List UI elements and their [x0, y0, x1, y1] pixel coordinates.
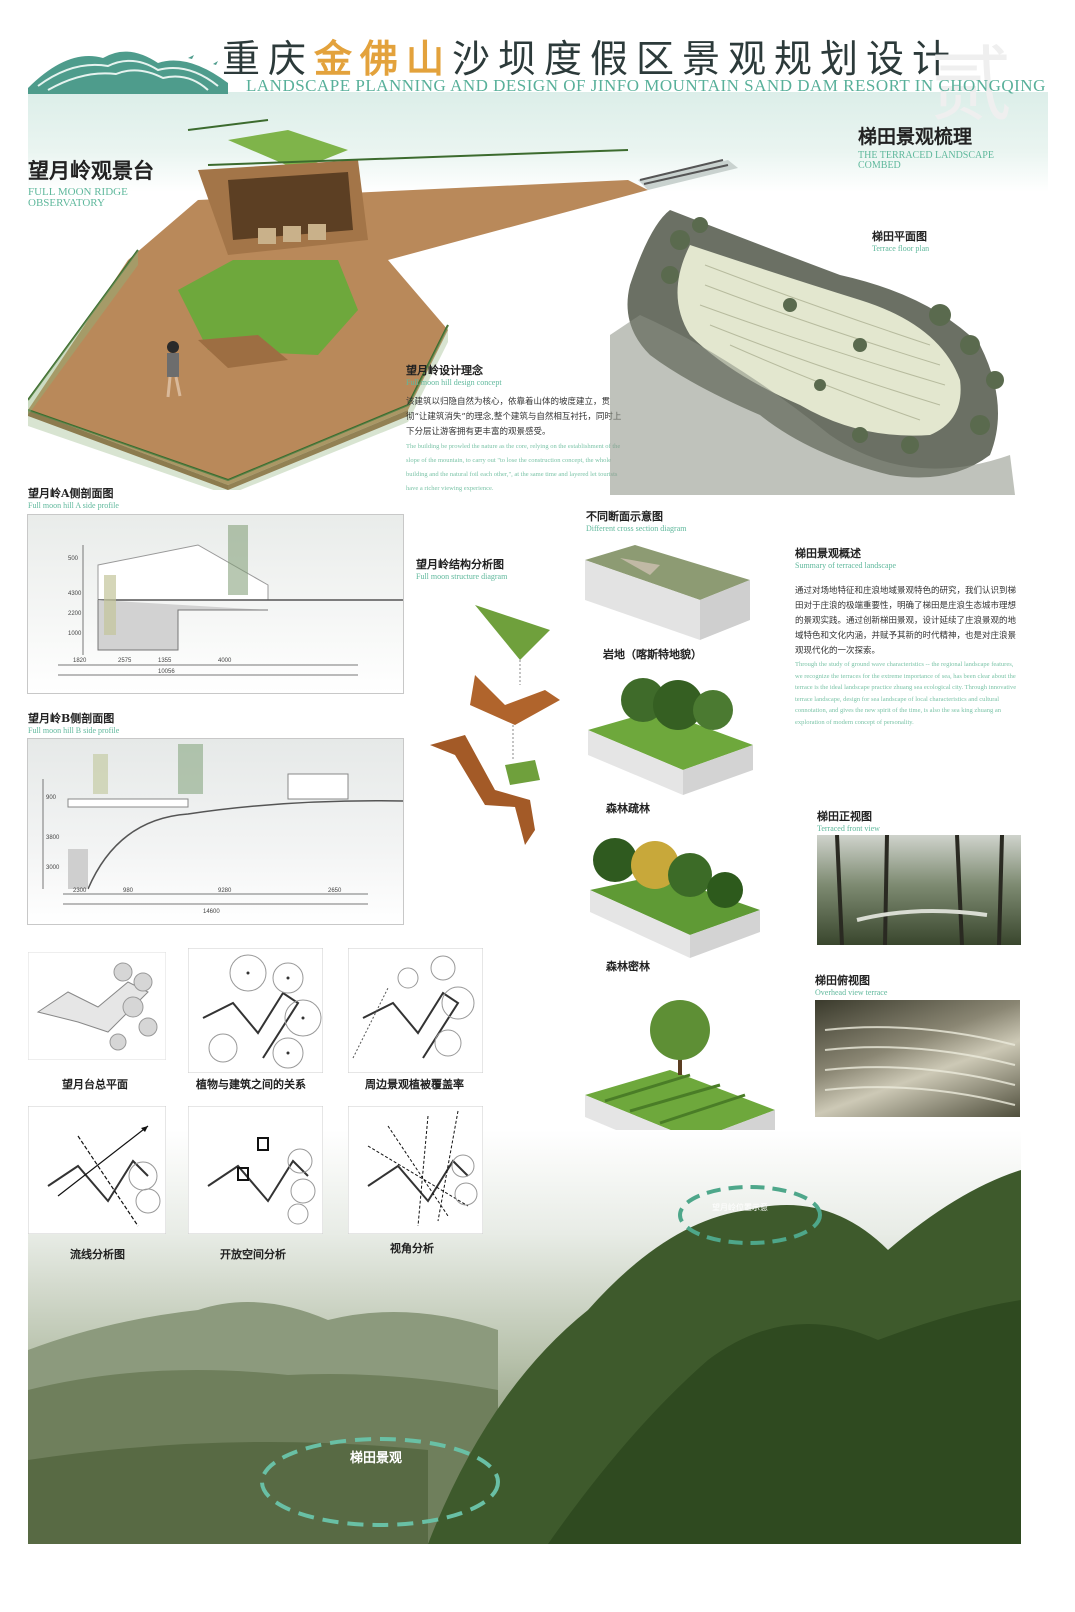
profile-b-dim-4: 2650 [328, 888, 342, 894]
profile-a-vdim-1: 500 [68, 556, 79, 562]
cross-section-title-en: Different cross section diagram [586, 524, 687, 533]
profile-b-drawing: 2300 980 9280 2650 14600 900 3800 3000 [42, 744, 404, 915]
section-dense-forest [590, 838, 760, 958]
location-ring [678, 1185, 822, 1245]
mountain-logo [28, 51, 228, 94]
cross-section-title: 不同断面示意图 Different cross section diagram [586, 508, 686, 533]
analysis-caption-2: 植物与建筑之间的关系 [196, 1078, 306, 1091]
observatory-render [28, 119, 738, 490]
summary-body-cn: 通过对场地特征和庄浪地域景观特色的研究，我们认识到梯田对于庄浪的极端重要性，明确… [795, 586, 1017, 656]
observatory-title-en-1: FULL MOON RIDGE [28, 186, 128, 198]
analysis-caption-1: 望月台总平面 [62, 1078, 128, 1091]
structure-title-en: Full moon structure diagram [416, 572, 508, 581]
analysis-plan [28, 952, 166, 1060]
observatory-title-en-2: OBSERVATORY [28, 197, 105, 209]
analysis-open-space [188, 1106, 323, 1234]
terrace-section-title-en-2: COMBED [858, 160, 901, 171]
concept-title-cn: 望月岭设计理念 [406, 364, 483, 377]
profile-a-dim-3: 1355 [158, 658, 172, 664]
profile-b-dim-total: 14600 [203, 909, 220, 915]
analysis-circulation [28, 1106, 166, 1234]
profile-a-drawing: 1820 2575 1355 4000 10056 500 4300 2200 … [58, 525, 403, 676]
profile-a-dim-total: 10056 [158, 669, 175, 675]
terrace-overhead-title-en: Overhead view terrace [815, 988, 888, 997]
analysis-caption-3: 周边景观植被覆盖率 [365, 1078, 464, 1091]
header-band [28, 92, 1048, 192]
terrace-section-title-en-1: THE TERRACED LANDSCAPE [858, 150, 994, 161]
terrace-overhead-title-cn: 梯田俯视图 [815, 974, 870, 987]
analysis-caption-5: 开放空间分析 [220, 1248, 286, 1261]
terrace-front-title-cn: 梯田正视图 [817, 810, 872, 823]
profile-a-title: 望月岭A侧剖面图 Full moon hill A side profile [28, 485, 119, 510]
concept-title-en: Full moon hill design concept [406, 378, 502, 387]
analysis-plant-building [188, 948, 323, 1073]
section-rock [585, 545, 750, 640]
profile-a-vdim-4: 1000 [68, 631, 82, 637]
landscape-photo [28, 1130, 1021, 1544]
profile-b-title: 望月岭B侧剖面图 Full moon hill B side profile [28, 710, 119, 735]
summary-body-en: Through the study of ground wave charact… [795, 661, 1017, 726]
summary-title-cn: 梯田景观概述 [795, 547, 861, 560]
profile-b-vdim-3: 3000 [46, 865, 60, 871]
profile-a-dim-2: 2575 [118, 658, 132, 664]
profile-a-vdim-2: 4300 [68, 591, 82, 597]
cross-section-title-cn: 不同断面示意图 [586, 510, 663, 523]
terrace-section-title: 梯田景观梳理 THE TERRACED LANDSCAPE COMBED [858, 122, 994, 171]
section-rock-label: 岩地（喀斯特地貌） [603, 648, 702, 661]
concept-body-cn: 该建筑以归隐自然为核心，依靠着山体的坡度建立，贯彻“让建筑消失”的理念,整个建筑… [406, 397, 622, 437]
analysis-caption-6: 视角分析 [390, 1242, 434, 1255]
page-subtitle: LANDSCAPE PLANNING AND DESIGN OF JINFO M… [246, 76, 1046, 95]
title-accent: 金佛山 [314, 36, 453, 81]
terrace-label: 梯田景观 [350, 1451, 403, 1466]
terrace-front-title: 梯田正视图 Terraced front view [817, 808, 880, 833]
terrace-floor-plan [610, 210, 1015, 495]
summary-block: 梯田景观概述 Summary of terraced landscape 通过对… [795, 545, 1021, 728]
profile-b-dim-2: 980 [123, 888, 134, 894]
observatory-title: 望月岭观景台 FULL MOON RIDGE OBSERVATORY [28, 155, 154, 209]
structure-title-cn: 望月岭结构分析图 [416, 558, 504, 571]
summary-title-en: Summary of terraced landscape [795, 561, 897, 570]
profile-a-title-cn: 望月岭A侧剖面图 [28, 487, 114, 500]
profile-a-vdim-3: 2200 [68, 611, 82, 617]
section-sparse-forest-label: 森林疏林 [606, 802, 650, 815]
concept-block: 望月岭设计理念 Full moon hill design concept 该建… [406, 362, 624, 496]
terrace-plan-label-cn: 梯田平面图 [872, 230, 927, 243]
structure-diagram [430, 605, 560, 845]
terrace-plan-label-en: Terrace floor plan [872, 244, 930, 253]
structure-title: 望月岭结构分析图 Full moon structure diagram [416, 556, 507, 581]
page-title: 重庆金佛山沙坝度假区景观规划设计 [222, 28, 958, 83]
title-pre: 重庆 [222, 37, 315, 81]
profile-a-title-en: Full moon hill A side profile [28, 501, 119, 510]
profile-b-dim-1: 2300 [73, 888, 87, 894]
profile-b-dim-3: 9280 [218, 888, 232, 894]
section-sparse-forest [588, 678, 753, 795]
analysis-view-angle [348, 1106, 483, 1234]
profile-a-dim-1: 1820 [73, 658, 87, 664]
profile-a-dim-4: 4000 [218, 658, 232, 664]
profile-b-vdim-2: 3800 [46, 835, 60, 841]
location-label: 望月岭位置示意 [712, 1203, 768, 1212]
corner-mark: 贰 [930, 38, 1013, 133]
terrace-overhead-title: 梯田俯视图 Overhead view terrace [815, 972, 887, 997]
concept-body-en: The building be prowled the nature as th… [406, 443, 621, 492]
terrace-ring [260, 1437, 500, 1527]
observatory-title-cn: 望月岭观景台 [28, 158, 154, 183]
profile-b-panel: 2300 980 9280 2650 14600 900 3800 3000 [27, 738, 404, 925]
profile-b-title-en: Full moon hill B side profile [28, 726, 120, 735]
analysis-caption-4: 流线分析图 [70, 1248, 125, 1261]
terrace-section-title-cn: 梯田景观梳理 [858, 126, 973, 148]
terrace-overhead-photo [815, 1000, 1020, 1117]
terrace-front-photo [817, 835, 1021, 945]
section-dense-forest-label: 森林密林 [606, 960, 650, 973]
title-post: 沙坝度假区景观规划设计 [452, 37, 959, 81]
terrace-front-title-en: Terraced front view [817, 824, 880, 833]
profile-b-vdim-1: 900 [46, 795, 57, 801]
terrace-plan-label: 梯田平面图 Terrace floor plan [872, 228, 929, 253]
analysis-vegetation-coverage [348, 948, 483, 1073]
profile-b-title-cn: 望月岭B侧剖面图 [28, 712, 115, 725]
profile-a-panel: 1820 2575 1355 4000 10056 500 4300 2200 … [27, 514, 404, 694]
